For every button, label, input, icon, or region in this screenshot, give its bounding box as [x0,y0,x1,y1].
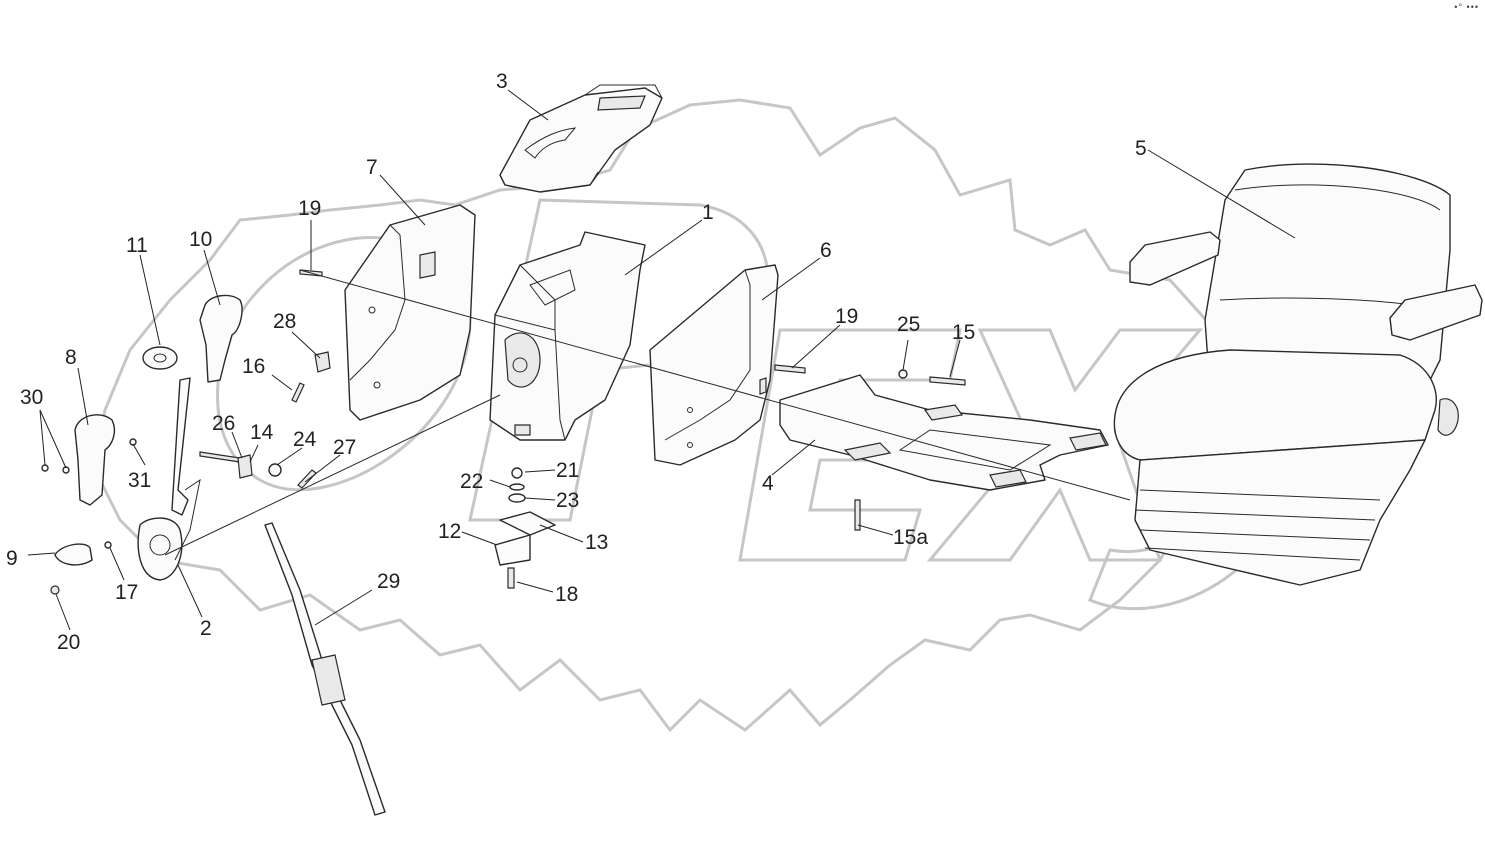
part-11-plate [142,346,178,370]
part-7-side-panel [344,204,476,421]
part-8-knob [74,414,116,506]
label-8: 8 [65,346,77,369]
label-24: 24 [293,428,317,451]
part-1-console-housing [489,231,646,441]
label-26: 26 [212,412,235,435]
watermark-gear [93,98,1242,733]
label-16: 16 [242,355,265,378]
label-9: 9 [6,547,18,570]
part-5-seat [1113,163,1483,586]
part-10-knob [199,294,243,383]
label-21: 21 [556,459,579,482]
label-7: 7 [366,156,378,179]
label-19b: 19 [835,305,858,328]
label-4: 4 [762,472,774,495]
part-2-shift-lever-assembly [137,377,201,581]
label-17: 17 [115,581,138,604]
part-4-base-plate [779,374,1109,491]
label-14: 14 [250,421,274,444]
label-27: 27 [333,436,356,459]
fastener-parts [41,269,966,595]
label-2: 2 [200,617,212,640]
label-20: 20 [57,631,80,654]
label-25: 25 [897,313,920,336]
label-19a: 19 [298,197,321,220]
corner-mark: •° ••• [1454,2,1479,12]
label-23: 23 [556,489,579,512]
assembly-axis-lines [164,269,1131,556]
label-15: 15 [952,321,975,344]
label-15a: 15a [893,526,928,549]
label-3: 3 [496,70,508,93]
label-28: 28 [273,310,296,333]
label-1: 1 [702,201,714,224]
part-9-boot [54,543,93,566]
watermark-letter-x [926,328,1204,562]
label-31: 31 [128,469,151,492]
part-6-side-panel [649,264,779,466]
part-29-cable [264,522,386,816]
label-18: 18 [555,583,578,606]
label-22: 22 [460,470,483,493]
label-5: 5 [1135,137,1147,160]
label-30: 30 [20,386,43,409]
part-labels: 3 5 1 6 7 19 11 10 28 16 8 30 31 9 17 20… [6,70,1147,654]
label-13: 13 [585,531,608,554]
label-10: 10 [189,228,212,251]
label-12: 12 [438,520,461,543]
part-3-shift-cover [499,84,663,193]
leader-lines [27,89,1296,631]
label-6: 6 [820,239,832,262]
label-11: 11 [126,234,148,257]
label-29: 29 [377,570,400,593]
